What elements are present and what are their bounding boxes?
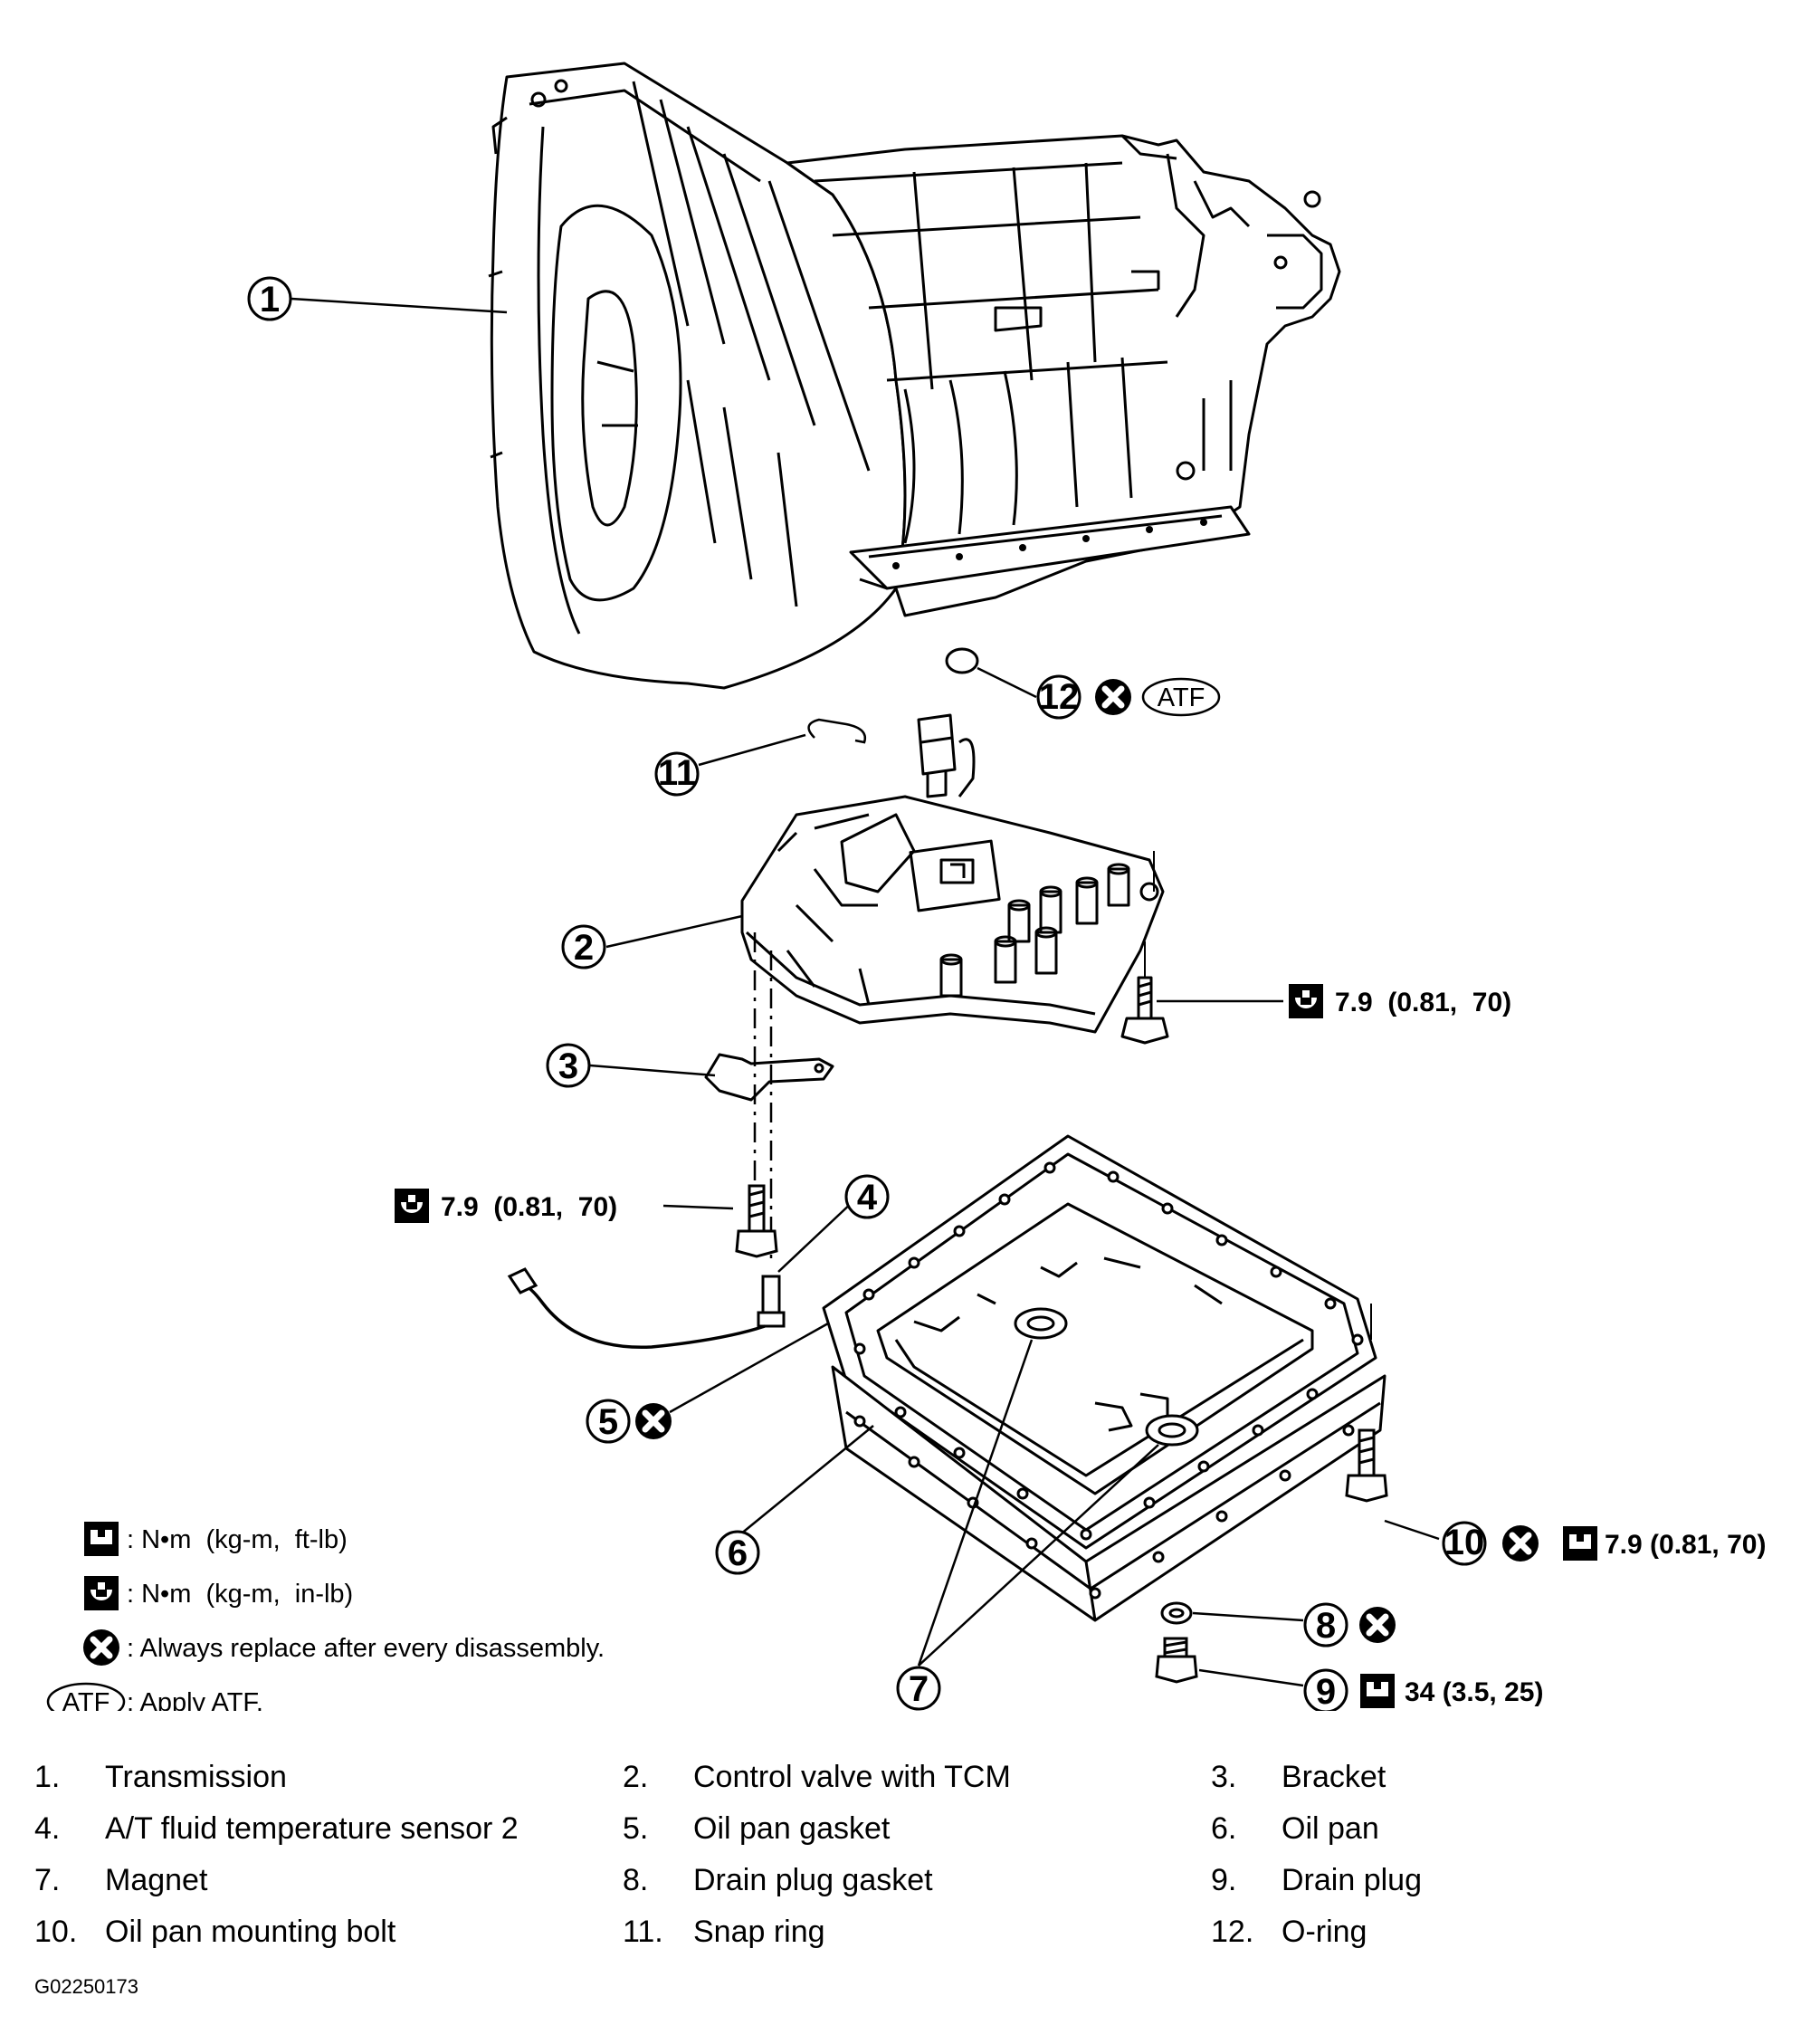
callout-8: 8 [1303,1602,1396,1648]
callout-7: 7 [896,1666,941,1711]
svg-text:10: 10 [1444,1523,1485,1562]
svg-text:3: 3 [558,1046,578,1086]
atf-oval-icon: ATF [1141,677,1221,717]
torque-spec-control-valve: 7.9 (0.81, 70) [1289,984,1511,1018]
callout-10: 10 7.9 (0.81, 70) [1442,1521,1766,1566]
legend: : N•m (kg-m, ft-lb) : N•m (kg-m, in-lb) … [46,1522,605,1711]
callout-12: 12 ATF [1036,674,1221,720]
callout-4: 4 [844,1174,890,1219]
svg-text:34 (3.5, 25): 34 (3.5, 25) [1405,1677,1543,1707]
svg-text:: N•m (kg-m, ft-lb): : N•m (kg-m, ft-lb) [127,1525,348,1554]
callout-3: 3 [546,1043,591,1088]
svg-text:7.9 (0.81, 70): 7.9 (0.81, 70) [1335,988,1511,1017]
svg-text:: Apply ATF.: : Apply ATF. [127,1688,263,1711]
in-lb-wrench-icon [1289,984,1323,1018]
list-item: 9.Drain plug [1211,1863,1422,1897]
parts-row: 1.Transmission 2.Control valve with TCM … [34,1752,1799,1803]
solenoid-valves [939,863,1130,998]
control-valve-drawing [740,713,1169,1045]
svg-text:7.9 (0.81, 70): 7.9 (0.81, 70) [1605,1530,1766,1560]
list-item: 4.A/T fluid temperature sensor 2 [34,1811,519,1846]
in-lb-wrench-icon [395,1189,429,1223]
list-item: 7.Magnet [34,1863,208,1897]
list-item: 2.Control valve with TCM [623,1760,1011,1794]
snap-ring-drawing [807,718,867,744]
svg-text:5: 5 [598,1402,618,1442]
svg-text:7.9 (0.81, 70): 7.9 (0.81, 70) [441,1192,617,1222]
o-ring-drawing [945,647,979,674]
callout-1: 1 [247,276,292,321]
svg-text:1: 1 [260,280,280,320]
svg-text:2: 2 [574,928,594,968]
leader-lines [291,297,1440,1687]
list-item: 12.O-ring [1211,1915,1367,1949]
parts-list: 1.Transmission 2.Control valve with TCM … [34,1752,1799,1958]
replace-x-icon [1502,1525,1539,1562]
bracket-bolt-drawing [735,1184,778,1258]
replace-x-icon [635,1403,672,1439]
legend-in-lb: : N•m (kg-m, in-lb) [84,1576,353,1610]
svg-text:9: 9 [1316,1672,1336,1711]
parts-row: 4.A/T fluid temperature sensor 2 5.Oil p… [34,1803,1799,1855]
list-item: 1.Transmission [34,1760,287,1794]
callout-5: 5 [586,1399,672,1444]
replace-x-icon [83,1629,119,1666]
ft-lb-wrench-icon [1563,1526,1597,1561]
legend-replace: : Always replace after every disassembly… [83,1629,605,1666]
svg-text:6: 6 [728,1533,748,1573]
svg-text:8: 8 [1316,1606,1336,1646]
legend-ft-lb: : N•m (kg-m, ft-lb) [84,1522,348,1556]
parts-row: 10.Oil pan mounting bolt 11.Snap ring 12… [34,1906,1799,1958]
atf-oval-icon [46,1682,126,1711]
svg-text:: N•m (kg-m, in-lb): : N•m (kg-m, in-lb) [127,1580,353,1609]
callout-6: 6 [715,1530,760,1575]
figure-id: G02250173 [34,1975,138,1998]
svg-text:ATF: ATF [1158,683,1205,712]
drain-plug-drawing [1155,1601,1198,1684]
in-lb-wrench-icon [84,1576,119,1610]
svg-text:11: 11 [658,753,696,793]
ft-lb-wrench-icon [1360,1674,1395,1708]
torque-spec-bracket-bolt: 7.9 (0.81, 70) [395,1189,617,1223]
list-item: 6.Oil pan [1211,1811,1379,1846]
legend-atf: ATF : Apply ATF. [46,1682,263,1711]
svg-text:7: 7 [909,1669,929,1709]
replace-x-icon [1095,679,1131,715]
callout-11: 11 [654,751,700,797]
svg-text:: Always replace after every d: : Always replace after every disassembly… [127,1634,605,1663]
oil-pan-bolt-drawing [1345,1304,1388,1503]
magnet-drawing [1014,1307,1199,1447]
temperature-sensor-drawing [507,1267,786,1350]
callout-9: 9 34 (3.5, 25) [1303,1668,1543,1711]
bracket-drawing [704,1053,834,1102]
exploded-diagram: 1 12 ATF 11 2 3 4 5 6 7 10 [46,62,1766,1711]
parts-row: 7.Magnet 8.Drain plug gasket 9.Drain plu… [34,1855,1799,1906]
ft-lb-wrench-icon [84,1522,119,1556]
transmission-drawing [488,62,1341,690]
list-item: 11.Snap ring [623,1915,825,1949]
svg-text:12: 12 [1039,677,1080,717]
replace-x-icon [1359,1607,1396,1643]
list-item: 3.Bracket [1211,1760,1386,1794]
svg-text:ATF: ATF [62,1688,110,1711]
svg-text:4: 4 [857,1178,878,1218]
callout-2: 2 [561,924,606,969]
list-item: 8.Drain plug gasket [623,1863,933,1897]
list-item: 5.Oil pan gasket [623,1811,891,1846]
alignment-lines [753,932,773,1258]
list-item: 10.Oil pan mounting bolt [34,1915,396,1949]
